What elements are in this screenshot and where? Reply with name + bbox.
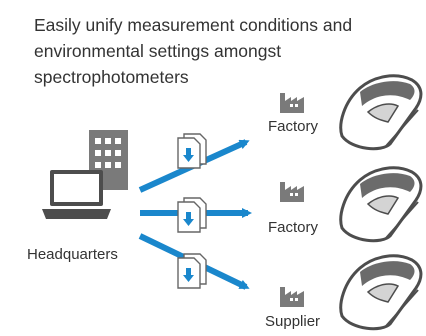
- laptop-icon: [42, 170, 111, 219]
- supplier-label: Supplier: [265, 313, 321, 330]
- factory-icon-3: [280, 287, 304, 307]
- settings-file-icon-3: [177, 253, 207, 289]
- headquarters-label: Headquarters: [27, 246, 118, 263]
- factory-icon-2: [280, 182, 304, 202]
- spectrophotometer-icon-1: [339, 74, 423, 151]
- spectrophotometer-icon-2: [339, 166, 423, 243]
- spectrophotometer-icon-3: [339, 254, 423, 331]
- heading: Easily unify measurement conditions and …: [34, 12, 414, 90]
- factory-label-1: Factory: [268, 118, 319, 135]
- factory-icon-1: [280, 93, 304, 113]
- heading-line-1: Easily unify measurement conditions and: [34, 15, 353, 35]
- heading-line-3: spectrophotometers: [34, 67, 189, 87]
- settings-file-icon-1: [177, 133, 207, 169]
- heading-line-2: environmental settings amongst: [34, 41, 282, 61]
- factory-label-2: Factory: [268, 219, 319, 236]
- settings-file-icon-2: [177, 197, 207, 233]
